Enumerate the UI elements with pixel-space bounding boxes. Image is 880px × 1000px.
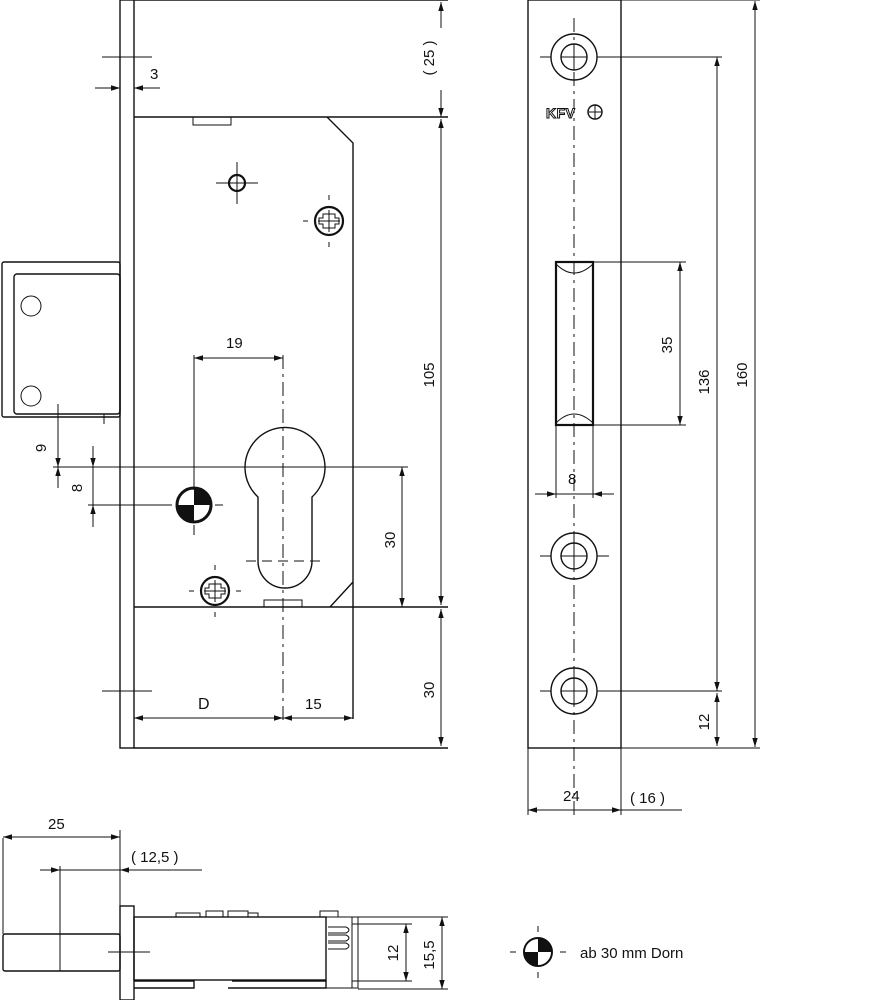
dim-handle-offset: 8 [69,484,86,492]
dim-body-height: 105 [421,362,438,387]
side-view: 25 ( 12,5 ) 12 15,5 [2,816,448,1000]
dim-bottom-offset: 30 [421,682,438,699]
side-faceplate [119,905,135,1000]
mounting-hole-icon [216,162,258,204]
dim-cylinder-height: 30 [382,532,399,549]
side-body [133,916,327,981]
dim-bolt-to-center: 9 [33,444,50,452]
cylinder-cutout [240,355,328,720]
top-tab [192,116,232,126]
dim-side-total-height: 15,5 [421,940,438,969]
box-back-edge [326,116,354,719]
dim-bottom-hole-offset: 12 [696,714,713,731]
dim-faceplate-thickness: 3 [150,66,158,83]
dim-bolt-half: ( 12,5 ) [131,849,179,866]
front-view: 3 ( 25 ) 105 30 19 30 9 8 [1,0,448,749]
dim-plate-depth: ( 16 ) [630,790,665,807]
dim-inner-height: 12 [385,945,402,962]
box-chamfer [329,581,354,608]
dim-opening-width: 8 [568,471,576,488]
dim-plate-width: 24 [563,788,580,805]
legend-text: ab 30 mm Dorn [580,945,683,962]
legend: ab 30 mm Dorn [510,926,683,978]
kfv-logo-text: KFV [546,105,576,121]
screw-icon [303,195,345,247]
dim-opening-height: 35 [659,337,676,354]
latch-opening [554,260,595,427]
kfv-logo: KFV [546,104,603,122]
dim-total-height: 160 [734,362,751,387]
center-mark-symbol-icon [510,926,566,978]
countersunk-hole-icon [540,33,598,81]
spindle-center-mark-icon [175,486,223,535]
dim-backset: D [198,696,210,713]
latch-bolt [1,261,121,424]
countersunk-hole-icon [540,667,598,715]
dim-bolt-projection: 25 [48,816,65,833]
spring-icon [328,926,350,950]
countersunk-hole-icon [540,532,609,580]
dim-cylinder-to-back: 15 [305,696,322,713]
screw-icon [189,565,241,617]
dim-top-offset: ( 25 ) [421,40,438,75]
strike-plate: KFV [527,0,760,820]
faceplate [119,0,135,749]
dim-handle-spacing: 19 [226,335,243,352]
dim-hole-spacing: 136 [696,369,713,394]
bolt [2,933,121,972]
